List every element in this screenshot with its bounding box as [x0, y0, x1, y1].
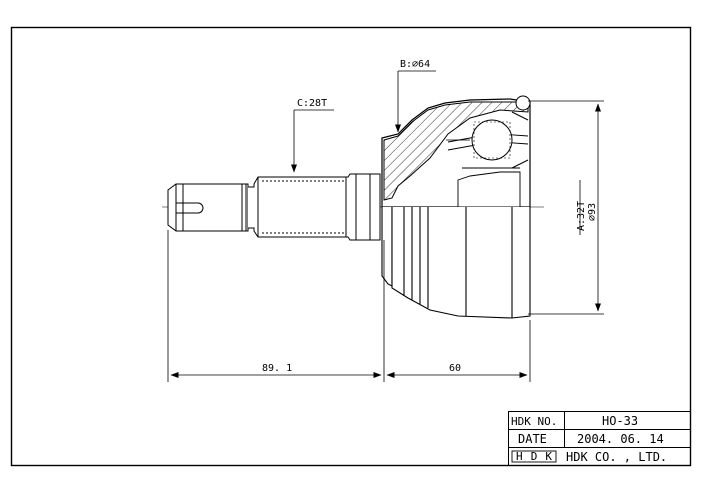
spline-shaft: [248, 173, 381, 241]
c-spline-leader: [291, 109, 334, 173]
title-block-date-value: 2004. 06. 14: [577, 432, 664, 446]
phi93-label: ⌀93: [587, 203, 598, 221]
dim-89-1-label: 89. 1: [262, 363, 292, 374]
dimension-phi93: [528, 100, 604, 315]
b-phi64-label: B:⌀64: [400, 59, 430, 70]
shaft-tip: [167, 183, 249, 232]
title-block-date-label: DATE: [518, 432, 547, 446]
hdk-logo: HDK: [516, 450, 552, 463]
drawing-border: [10, 26, 692, 467]
c-28t-label: C:28T: [297, 98, 327, 109]
dimension-89-1: [167, 230, 385, 382]
dim-60-label: 60: [449, 363, 461, 374]
outer-body: [381, 207, 531, 319]
a-32t-label: A:32T: [576, 201, 587, 231]
title-block-company: HDK CO. , LTD.: [566, 450, 667, 464]
title-block-no-label: HDK NO.: [511, 415, 557, 428]
title-block: [508, 411, 691, 466]
b-diameter-leader: [395, 70, 436, 133]
ball-and-cage: [446, 95, 531, 169]
dimension-60: [386, 320, 531, 382]
title-block-no-value: HO-33: [602, 414, 638, 428]
